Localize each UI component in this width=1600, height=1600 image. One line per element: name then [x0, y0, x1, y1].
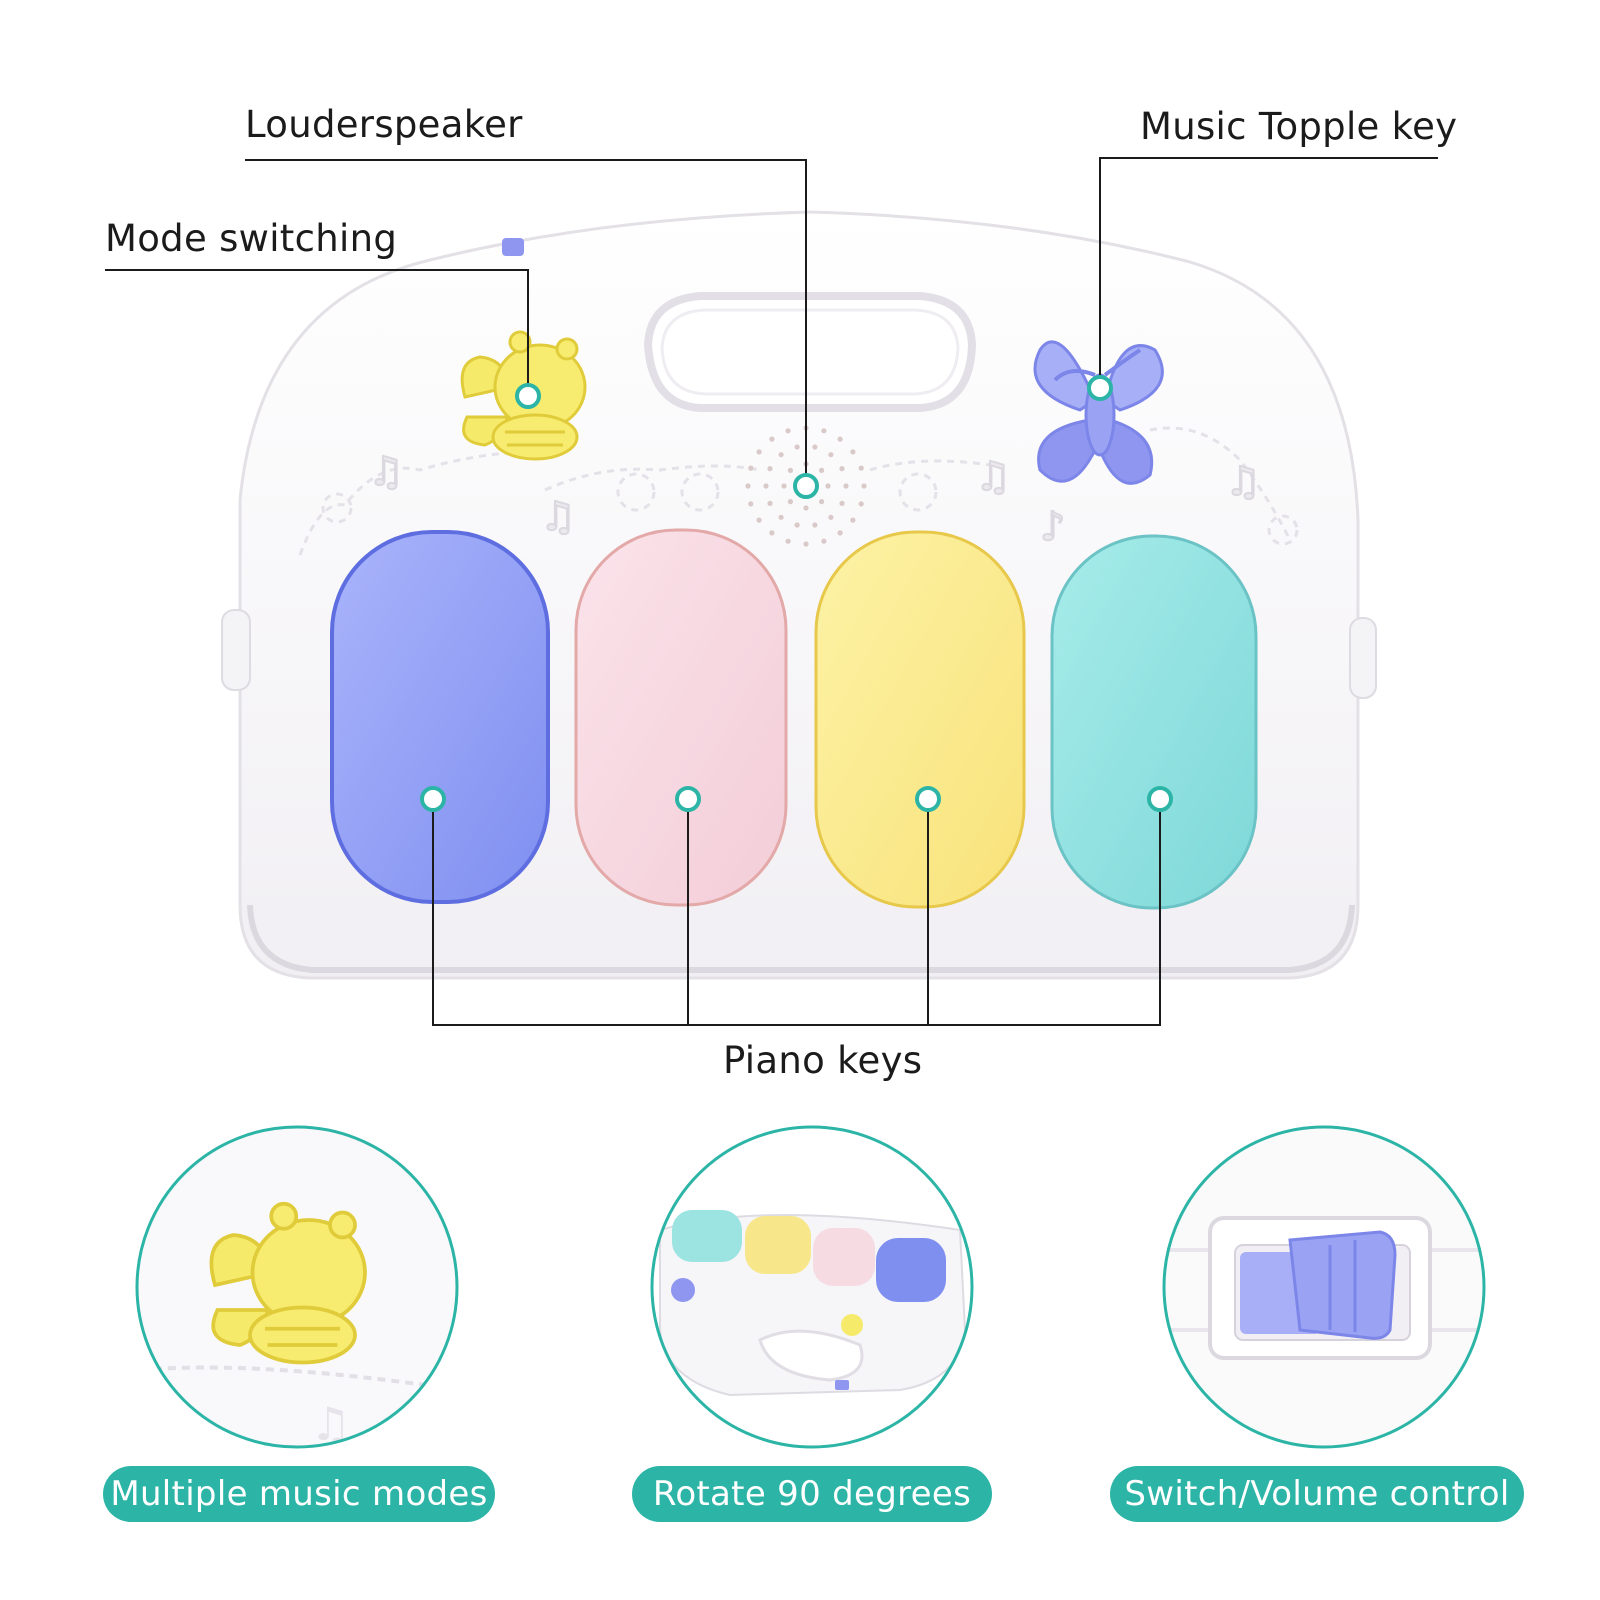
music-note-icons: ♫ ♫ ♫ ♫ ♪: [367, 448, 1262, 551]
speaker-hole: [787, 467, 794, 473]
speaker-hole: [812, 522, 818, 528]
speaker-hole: [756, 517, 762, 523]
speaker-hole: [839, 500, 845, 506]
speaker-hole: [785, 538, 791, 544]
speaker-hole: [794, 522, 800, 528]
loudspeaker-label: Louderspeaker: [245, 103, 523, 146]
speaker-hole: [850, 449, 856, 455]
speaker-hole: [850, 517, 856, 523]
speaker-hole: [858, 465, 864, 471]
speaker-hole: [745, 483, 751, 489]
speaker-hole: [819, 499, 825, 505]
speaker-hole: [837, 530, 843, 536]
speaker-hole: [767, 466, 773, 472]
speaker-hole: [858, 501, 864, 507]
speaker-hole: [803, 505, 809, 511]
feature-pill-volume-control: Switch/Volume control: [1110, 1466, 1524, 1522]
callout-lines: [105, 157, 1438, 1026]
speaker-hole: [839, 466, 845, 472]
piano-key-yellow[interactable]: [814, 530, 1026, 909]
music-note-icon: ♫: [1225, 459, 1261, 505]
speaker-hole: [778, 452, 784, 458]
speaker-hole: [763, 483, 769, 489]
feature-pill-music-modes: Multiple music modes: [103, 1466, 495, 1522]
music-topple-key-label: Music Topple key: [1140, 105, 1458, 148]
piano-key-cyan[interactable]: [1050, 534, 1258, 910]
piano-keys-label: Piano keys: [723, 1039, 923, 1082]
speaker-hole: [803, 541, 809, 547]
speaker-grille-icon: [745, 425, 867, 547]
speaker-hole: [748, 465, 754, 471]
speaker-hole: [843, 483, 849, 489]
speaker-hole: [778, 514, 784, 520]
piano-key-blue[interactable]: [330, 530, 550, 904]
speaker-hole: [767, 500, 773, 506]
bee-figure-icon: [460, 330, 587, 461]
speaker-hole: [821, 538, 827, 544]
speaker-hole: [787, 499, 794, 505]
music-note-icon: ♫: [975, 454, 1011, 500]
feature-image-rotate: [650, 1125, 974, 1449]
music-note-icon: ♫: [540, 494, 576, 540]
piano-key-pink[interactable]: [574, 528, 788, 907]
music-note-icon: ♪: [1040, 504, 1066, 550]
speaker-hole: [812, 444, 818, 450]
callout-dots: [420, 375, 1173, 812]
piano-keys-group: [330, 528, 1258, 910]
speaker-hole: [748, 501, 754, 507]
feature-pill-rotate: Rotate 90 degrees: [632, 1466, 992, 1522]
speaker-hole: [794, 444, 800, 450]
speaker-hole: [821, 428, 827, 434]
speaker-hole: [785, 428, 791, 434]
mode-switching-label: Mode switching: [105, 217, 398, 260]
speaker-hole: [837, 436, 843, 442]
speaker-hole: [769, 530, 775, 536]
speaker-hole: [828, 514, 834, 520]
speaker-hole: [819, 467, 825, 473]
music-note-decorations: [298, 426, 1299, 556]
speaker-hole: [769, 436, 775, 442]
speaker-hole: [756, 449, 762, 455]
speaker-hole: [781, 483, 787, 489]
speaker-hole: [861, 483, 867, 489]
feature-image-music-modes: ♫: [135, 1125, 459, 1449]
feature-image-volume-switch: [1162, 1125, 1486, 1449]
speaker-hole: [825, 483, 831, 489]
music-note-icon: ♫: [368, 449, 404, 495]
speaker-hole: [828, 452, 834, 458]
